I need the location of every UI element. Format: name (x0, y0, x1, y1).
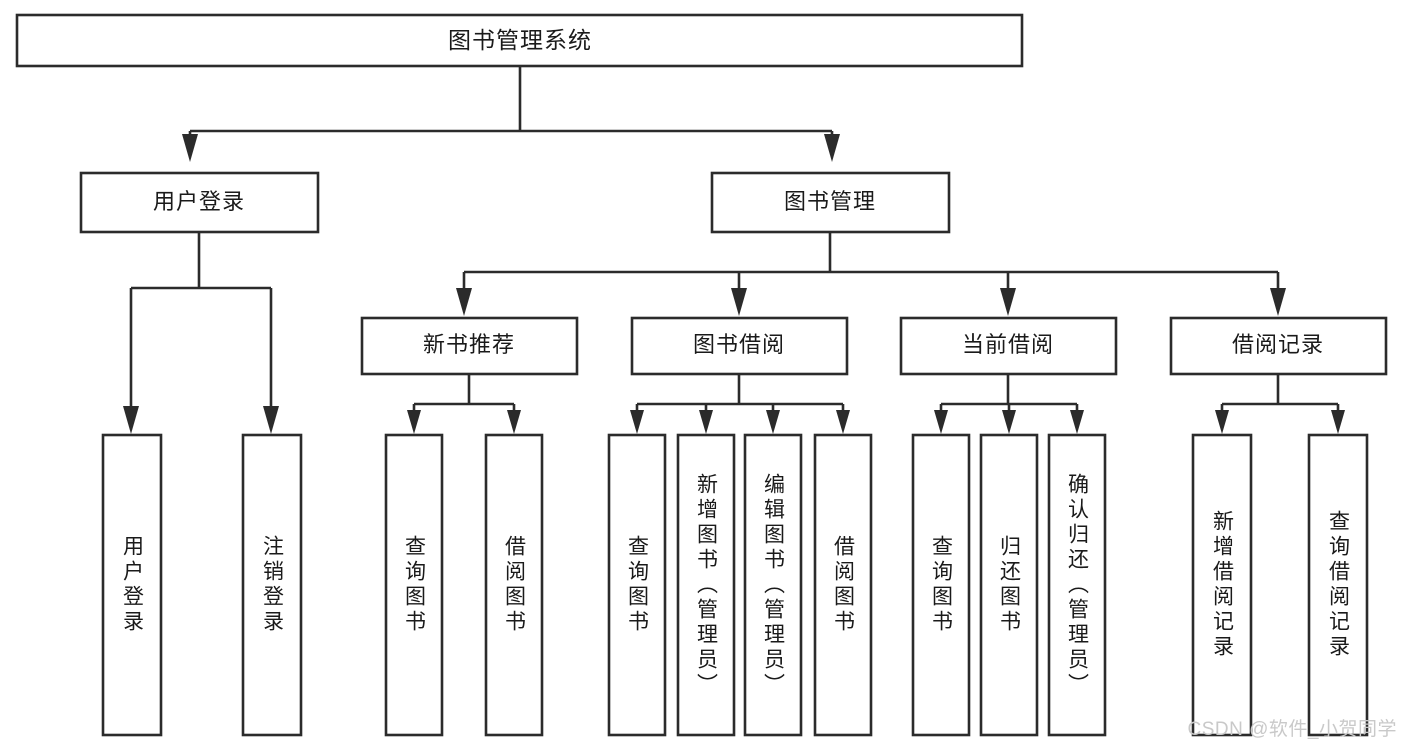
arrow-bookborrow-leaf-4 (836, 410, 850, 434)
arrow-to-user-login (182, 134, 198, 162)
arrow-to-leaf-user-login (123, 406, 139, 434)
leaf-box-records-query-record[interactable] (1307, 433, 1369, 737)
borrow-records-label: 借阅记录 (1232, 332, 1324, 357)
arrow-currentborrow-leaf-3 (1070, 410, 1084, 434)
book-borrow-label: 图书借阅 (693, 332, 785, 357)
leaf-box-current-return-book[interactable] (979, 433, 1039, 737)
node-current-borrow[interactable]: 当前借阅 (899, 316, 1118, 376)
leaf-box-records-add-record[interactable] (1191, 433, 1253, 737)
arrow-to-book-mgmt (824, 134, 840, 162)
leaf-box-newbook-query-book[interactable] (384, 433, 444, 737)
leaf-box-borrow-query-book[interactable] (607, 433, 667, 737)
current-borrow-label: 当前借阅 (962, 332, 1054, 357)
root-box[interactable] (15, 13, 1024, 68)
arrow-to-book-borrow (731, 288, 747, 316)
new-book-recommend-box[interactable] (360, 316, 579, 376)
leaf-box-borrow-edit-book-admin[interactable] (743, 433, 803, 737)
arrow-bookborrow-leaf-3 (766, 410, 780, 434)
arrow-borrowrecords-leaf-2 (1331, 410, 1345, 434)
arrow-borrowrecords-leaf-1 (1215, 410, 1229, 434)
user-login-label: 用户登录 (153, 189, 245, 214)
leaf-box-borrow-borrow-book[interactable] (813, 433, 873, 737)
arrow-newbook-leaf-2 (507, 410, 521, 434)
arrow-newbook-leaf-1 (407, 410, 421, 434)
root-label: 图书管理系统 (448, 27, 592, 53)
node-user-login[interactable]: 用户登录 (79, 171, 320, 234)
arrow-bookborrow-leaf-2 (699, 410, 713, 434)
current-borrow-box[interactable] (899, 316, 1118, 376)
leaf-box-current-confirm-return-admin[interactable] (1047, 433, 1107, 737)
new-book-recommend-label: 新书推荐 (423, 332, 515, 357)
arrow-to-new-book-recommend (456, 288, 472, 316)
book-management-box[interactable] (710, 171, 951, 234)
leaf-box-newbook-borrow-book[interactable] (484, 433, 544, 737)
connectors (123, 66, 1345, 434)
leaf-box-borrow-add-book-admin[interactable] (676, 433, 736, 737)
leaf-boxes (101, 433, 1369, 737)
arrow-to-current-borrow (1000, 288, 1016, 316)
leaf-box-current-query-book[interactable] (911, 433, 971, 737)
arrow-currentborrow-leaf-1 (934, 410, 948, 434)
arrow-to-borrow-records (1270, 288, 1286, 316)
watermark-text: CSDN @软件_小贺同学 (1187, 719, 1397, 740)
node-root-book-management-system[interactable]: 图书管理系统 (15, 13, 1024, 68)
arrow-to-leaf-logout (263, 406, 279, 434)
borrow-records-box[interactable] (1169, 316, 1388, 376)
node-new-book-recommend[interactable]: 新书推荐 (360, 316, 579, 376)
user-login-box[interactable] (79, 171, 320, 234)
book-management-label: 图书管理 (784, 189, 876, 214)
node-borrow-records[interactable]: 借阅记录 (1169, 316, 1388, 376)
arrow-bookborrow-leaf-1 (630, 410, 644, 434)
node-book-borrow[interactable]: 图书借阅 (630, 316, 849, 376)
book-borrow-box[interactable] (630, 316, 849, 376)
node-book-management[interactable]: 图书管理 (710, 171, 951, 234)
leaf-box-user-login[interactable] (101, 433, 163, 737)
leaf-box-logout[interactable] (241, 433, 303, 737)
arrow-currentborrow-leaf-2 (1002, 410, 1016, 434)
